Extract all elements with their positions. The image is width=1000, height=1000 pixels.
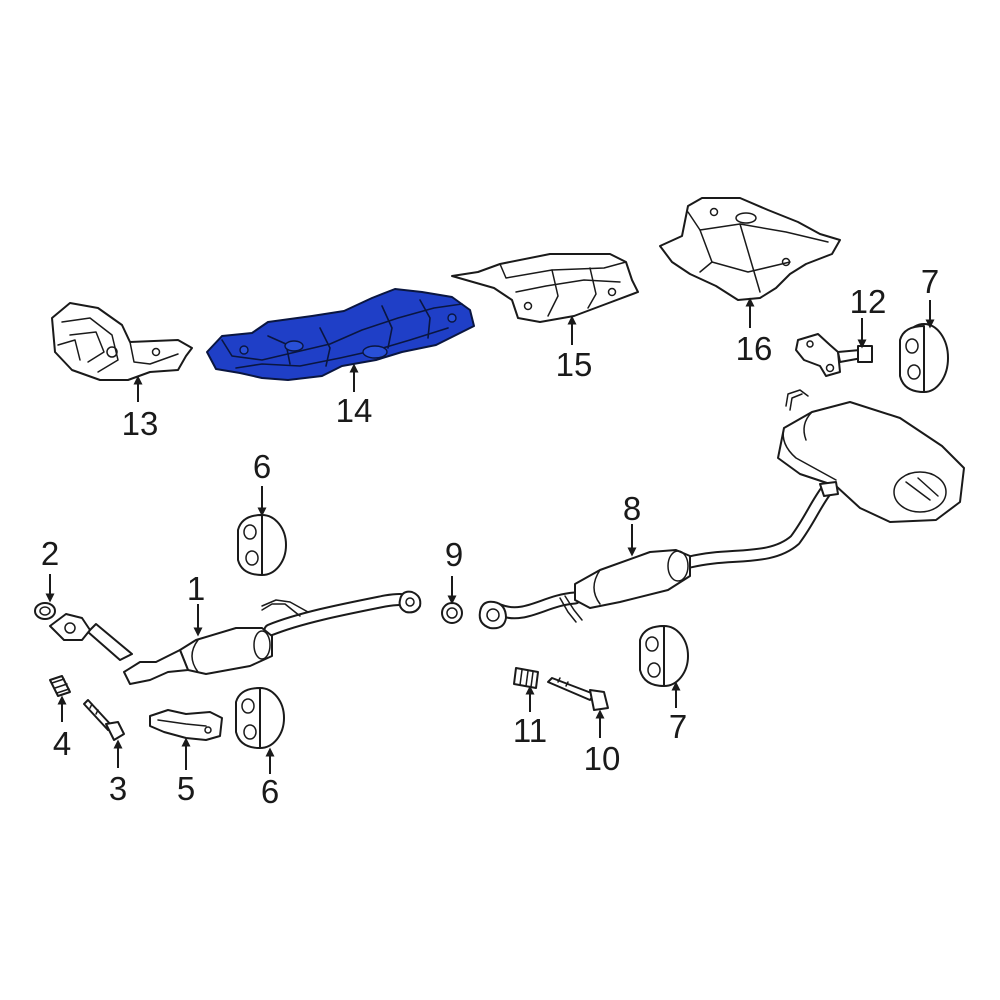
bolt-3[interactable] xyxy=(83,699,125,741)
callout-11: 11 xyxy=(513,712,547,749)
callout-15: 15 xyxy=(556,346,593,383)
heat-insulator-15[interactable] xyxy=(451,253,639,323)
front-pipe-1[interactable] xyxy=(49,590,422,685)
callout-7-top: 7 xyxy=(921,263,939,300)
exhaust-hanger-6-top[interactable] xyxy=(237,514,287,576)
callout-5: 5 xyxy=(177,770,195,807)
callout-6-bottom: 6 xyxy=(261,773,279,810)
callout-13: 13 xyxy=(122,405,159,442)
gasket-9[interactable] xyxy=(441,602,463,624)
heat-insulator-13[interactable] xyxy=(51,302,193,381)
callout-4: 4 xyxy=(53,725,71,762)
gasket-2[interactable] xyxy=(34,602,56,620)
stud-11[interactable] xyxy=(513,667,539,689)
callout-8: 8 xyxy=(623,490,641,527)
callout-3: 3 xyxy=(109,770,127,807)
heat-insulator-16[interactable] xyxy=(659,197,841,301)
stud-4[interactable] xyxy=(49,675,71,697)
hanger-bracket-12[interactable] xyxy=(795,333,873,377)
callout-6-top: 6 xyxy=(253,448,271,485)
bolt-10[interactable] xyxy=(547,677,609,711)
callout-16: 16 xyxy=(736,330,773,367)
callout-14: 14 xyxy=(336,392,373,429)
exhaust-hanger-6-bottom[interactable] xyxy=(235,687,285,749)
callout-12: 12 xyxy=(850,283,887,320)
callout-2: 2 xyxy=(41,535,59,572)
support-bracket-5[interactable] xyxy=(149,709,223,741)
callout-7-bottom: 7 xyxy=(669,708,687,745)
callout-9: 9 xyxy=(445,536,463,573)
callout-1: 1 xyxy=(187,570,205,607)
tail-pipe-assembly-8[interactable] xyxy=(478,389,965,630)
heat-insulator-14-highlighted[interactable] xyxy=(206,288,475,381)
exhaust-hanger-7-top[interactable] xyxy=(899,323,949,393)
callout-10: 10 xyxy=(584,740,621,777)
exhaust-hanger-7-bottom[interactable] xyxy=(639,625,689,687)
